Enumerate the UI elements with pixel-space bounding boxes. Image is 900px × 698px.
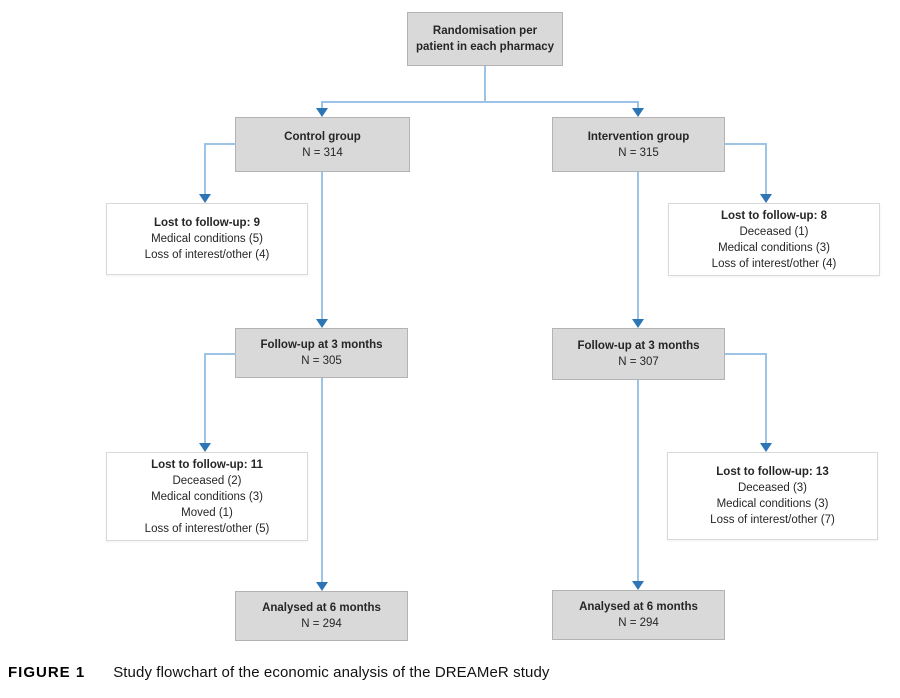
arrowhead-control-analysed bbox=[316, 582, 328, 591]
arrowhead-to-control bbox=[316, 108, 328, 117]
control-lost-1-line: Loss of interest/other (4) bbox=[144, 249, 270, 261]
intervention-lost-1-line: Deceased (1) bbox=[739, 225, 809, 238]
arrowhead-control-followup bbox=[316, 319, 328, 328]
control-lost-2-title: Lost to follow-up: 11 bbox=[151, 458, 263, 471]
figure-caption-text: Study flowchart of the economic analysis… bbox=[113, 664, 550, 681]
connector-intervention-lost1-v bbox=[765, 143, 767, 195]
arrowhead-intervention-lost2 bbox=[760, 443, 772, 452]
figure-caption: FIGURE 1 Study flowchart of the economic … bbox=[8, 664, 549, 681]
control-followup-title: Follow-up at 3 months bbox=[260, 339, 383, 351]
control-lost-followup-2-box: Lost to follow-up: 11 Deceased (2) Medic… bbox=[106, 452, 308, 541]
control-lost-2-line: Deceased (2) bbox=[172, 474, 242, 487]
control-analysed-n: N = 294 bbox=[301, 618, 342, 630]
intervention-lost-1-line: Loss of interest/other (4) bbox=[711, 257, 837, 270]
arrowhead-intervention-analysed bbox=[632, 581, 644, 590]
intervention-lost-followup-1-box: Lost to follow-up: 8 Deceased (1) Medica… bbox=[668, 203, 880, 276]
connector-to-control bbox=[321, 101, 323, 109]
arrowhead-to-intervention bbox=[632, 108, 644, 117]
connector-control-followup-v bbox=[321, 172, 323, 320]
connector-intervention-lost2-v bbox=[765, 353, 767, 444]
connector-split-bar bbox=[321, 101, 639, 103]
control-group-title: Control group bbox=[284, 130, 361, 143]
randomisation-title: Randomisation per patient in each pharma… bbox=[415, 25, 555, 53]
control-analysed-title: Analysed at 6 months bbox=[262, 602, 381, 614]
connector-control-analysed-v bbox=[321, 378, 323, 583]
intervention-analysed-6m-box: Analysed at 6 months N = 294 bbox=[552, 590, 725, 640]
control-group-box: Control group N = 314 bbox=[235, 117, 410, 172]
connector-randomisation-stem bbox=[484, 66, 486, 103]
connector-control-lost1-h bbox=[204, 143, 236, 145]
intervention-lost-2-title: Lost to follow-up: 13 bbox=[716, 466, 829, 478]
connector-intervention-followup-v bbox=[637, 172, 639, 320]
intervention-analysed-n: N = 294 bbox=[618, 617, 659, 629]
connector-to-intervention bbox=[637, 101, 639, 109]
intervention-followup-title: Follow-up at 3 months bbox=[577, 340, 700, 352]
intervention-followup-n: N = 307 bbox=[618, 356, 659, 368]
control-followup-3m-box: Follow-up at 3 months N = 305 bbox=[235, 328, 408, 378]
intervention-lost-followup-2-box: Lost to follow-up: 13 Deceased (3) Medic… bbox=[667, 452, 878, 540]
connector-intervention-lost2-h bbox=[725, 353, 767, 355]
control-analysed-6m-box: Analysed at 6 months N = 294 bbox=[235, 591, 408, 641]
intervention-lost-2-line: Medical conditions (3) bbox=[716, 498, 829, 510]
randomisation-box: Randomisation per patient in each pharma… bbox=[407, 12, 563, 66]
control-group-n: N = 314 bbox=[302, 146, 343, 159]
connector-control-lost2-v bbox=[204, 353, 206, 444]
figure-caption-label: FIGURE 1 bbox=[8, 664, 86, 681]
intervention-followup-3m-box: Follow-up at 3 months N = 307 bbox=[552, 328, 725, 380]
intervention-lost-2-line: Loss of interest/other (7) bbox=[710, 514, 835, 526]
intervention-group-title: Intervention group bbox=[587, 130, 690, 143]
control-lost-1-title: Lost to follow-up: 9 bbox=[153, 217, 261, 229]
intervention-group-n: N = 315 bbox=[618, 146, 659, 159]
intervention-group-box: Intervention group N = 315 bbox=[552, 117, 725, 172]
intervention-lost-2-line: Deceased (3) bbox=[737, 482, 808, 494]
connector-control-lost1-v bbox=[204, 143, 206, 195]
control-lost-followup-1-box: Lost to follow-up: 9 Medical conditions … bbox=[106, 203, 308, 275]
connector-intervention-analysed-v bbox=[637, 380, 639, 582]
arrowhead-intervention-followup bbox=[632, 319, 644, 328]
intervention-lost-1-line: Medical conditions (3) bbox=[718, 241, 830, 254]
intervention-lost-1-title: Lost to follow-up: 8 bbox=[720, 209, 828, 222]
control-lost-2-line: Moved (1) bbox=[181, 506, 233, 519]
control-lost-2-line: Loss of interest/other (5) bbox=[144, 522, 270, 535]
connector-control-lost2-h bbox=[204, 353, 236, 355]
arrowhead-control-lost2 bbox=[199, 443, 211, 452]
control-lost-1-line: Medical conditions (5) bbox=[151, 233, 263, 245]
arrowhead-control-lost1 bbox=[199, 194, 211, 203]
intervention-analysed-title: Analysed at 6 months bbox=[579, 601, 698, 613]
connector-intervention-lost1-h bbox=[725, 143, 767, 145]
control-lost-2-line: Medical conditions (3) bbox=[151, 490, 263, 503]
arrowhead-intervention-lost1 bbox=[760, 194, 772, 203]
control-followup-n: N = 305 bbox=[301, 355, 342, 367]
